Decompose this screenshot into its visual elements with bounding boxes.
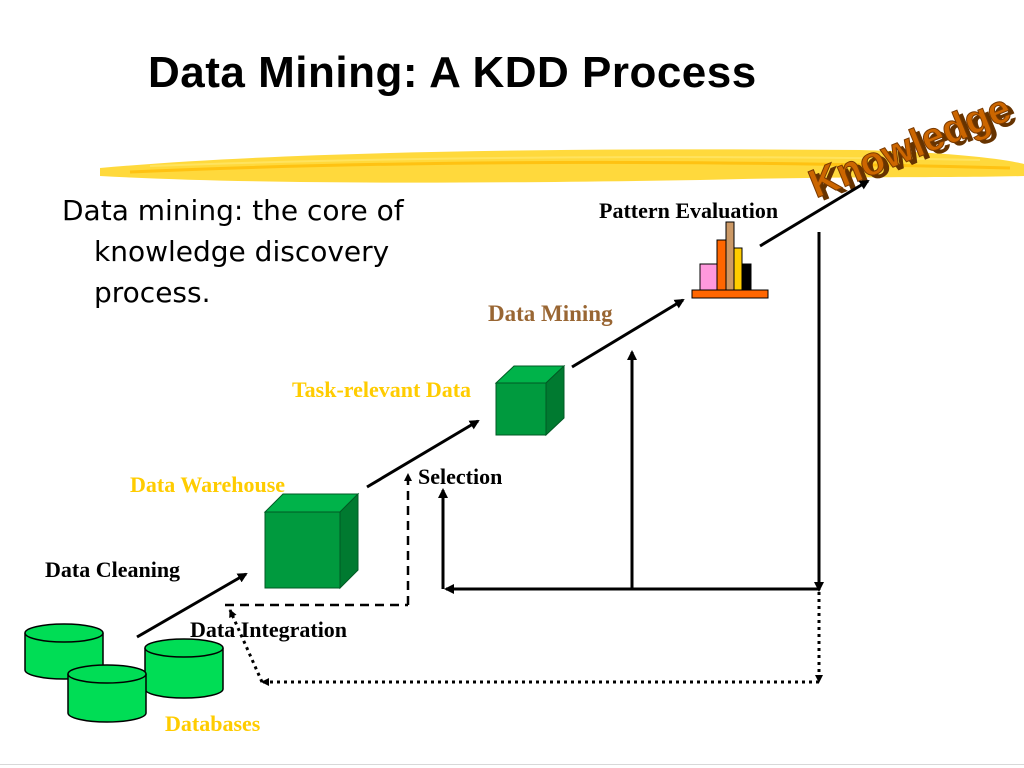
label-data-mining: Data Mining [488, 301, 613, 326]
slide-title: Data Mining: A KDD Process [148, 48, 757, 97]
task-relevant-data-cube [494, 364, 566, 437]
label-data-cleaning: Data Cleaning [45, 557, 181, 582]
bottom-divider [0, 764, 1024, 765]
arrow-databases-to-warehouse [136, 572, 248, 639]
knowledge-wordart-text: Knowledge [803, 86, 1017, 207]
database-cylinder [67, 664, 147, 723]
feedback-solid-lines [438, 232, 824, 594]
arrow-warehouse-to-task [366, 419, 480, 489]
label-databases: Databases [165, 711, 261, 736]
label-task-relevant-data: Task-relevant Data [292, 377, 472, 402]
return-dotted-lines [228, 592, 823, 686]
label-selection: Selection [418, 464, 503, 489]
arrow-task-to-mining [571, 298, 685, 369]
pattern-chart-icon [691, 221, 769, 299]
label-pattern-evaluation: Pattern Evaluation [599, 198, 779, 223]
label-data-integration: Data Integration [190, 617, 348, 642]
knowledge-wordart: Knowledge Knowledge [802, 86, 1022, 210]
arrow-mining-to-knowledge [759, 179, 870, 248]
database-cylinder [144, 638, 224, 699]
data-warehouse-cube [263, 492, 360, 590]
databases-icon [24, 623, 224, 723]
highlight-stripe [100, 149, 1024, 183]
integration-dashed-lines [225, 473, 412, 607]
bullet-text: Data mining: the core of knowledge disco… [62, 194, 404, 309]
label-data-warehouse: Data Warehouse [130, 472, 286, 497]
